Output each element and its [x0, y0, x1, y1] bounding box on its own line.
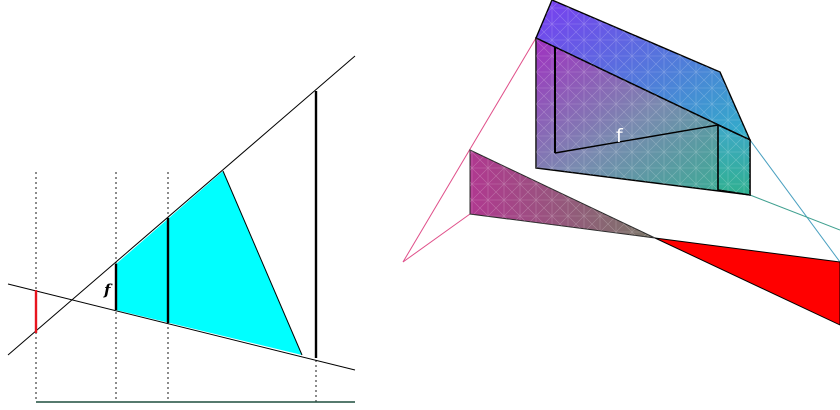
right-label: f	[616, 125, 624, 147]
upper-diagonal	[7, 55, 356, 356]
red-wedge	[654, 237, 840, 326]
top-face-mesh	[536, 0, 750, 140]
left-label: f	[103, 281, 113, 299]
cyan-triangle	[116, 171, 302, 355]
inner-bottom-edge	[554, 124, 719, 154]
blue-ray	[749, 139, 840, 263]
pink-ray-bottom	[402, 213, 471, 263]
triangle-edge	[222, 170, 303, 356]
left-figure: f	[7, 55, 356, 403]
right-face-mesh	[718, 125, 750, 195]
right-figure: f	[402, 0, 840, 326]
left-wedge-mesh	[470, 150, 655, 238]
teal-ray	[749, 194, 840, 231]
lower-diagonal	[7, 283, 356, 371]
front-face-mesh	[536, 38, 750, 195]
